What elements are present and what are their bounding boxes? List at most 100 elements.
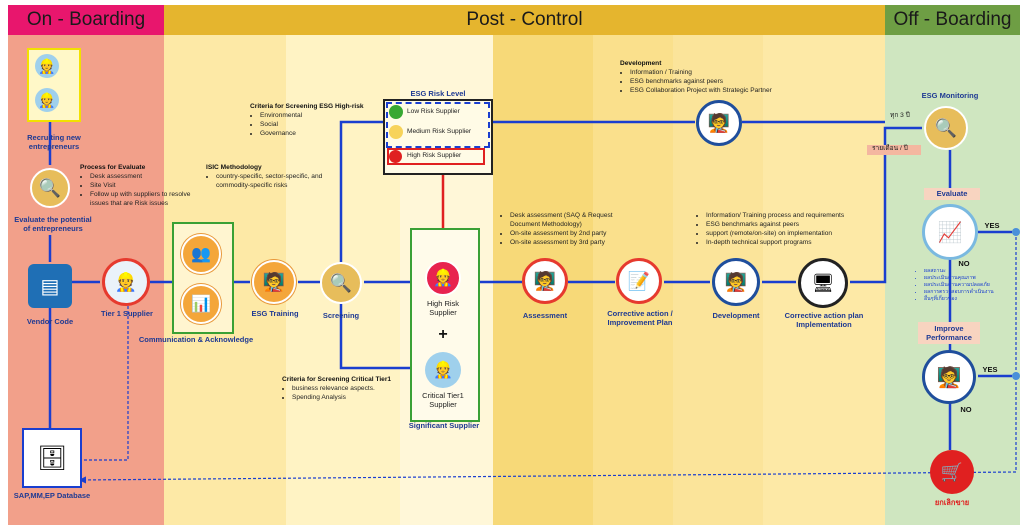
development-label: Development	[712, 311, 760, 320]
dev-top-item: ESG Collaboration Project with Strategic…	[630, 87, 790, 96]
communication-label: Communication & Acknowledge	[138, 335, 254, 344]
no2-label: NO	[960, 405, 972, 414]
improve-performance-label: Improve Performance	[926, 324, 972, 342]
improve-badge	[918, 322, 980, 344]
corrective-action-label: Corrective action / Improvement Plan	[607, 309, 673, 327]
assessment-item: On-site assessment by 3rd party	[510, 239, 640, 248]
development-icon: 🧑‍🏫	[712, 258, 760, 306]
yes-label: YES	[984, 221, 1000, 230]
low-medium-dashed-box	[386, 102, 490, 148]
postcontrol-header: Post - Control	[164, 5, 885, 35]
criteria-critical-item: Spending Analysis	[292, 394, 412, 403]
dev-mid-item: ESG benchmarks against peers	[706, 221, 866, 230]
low-risk-label: Low Risk Supplier	[407, 108, 460, 115]
person-icon: 👷	[35, 88, 59, 112]
corrective-action-icon: 📝	[616, 258, 662, 304]
criteria-critical-note: Criteria for Screening Critical Tier1 bu…	[282, 376, 412, 403]
onboarding-header: On - Boarding	[8, 5, 164, 35]
process-evaluate-item: Desk assessment	[90, 173, 210, 182]
offboarding-band	[885, 5, 1020, 525]
tier1-supplier-label: Tier 1 Supplier	[101, 309, 153, 318]
recruiting-label: Recruiting new entrepreneurs	[27, 133, 81, 151]
esg-monitoring-label: ESG Monitoring	[921, 91, 979, 100]
evaluate-potential-label: Evaluate the potential of entrepreneurs	[14, 215, 92, 233]
every-3-years-label: ทุก 3 ปี	[890, 112, 910, 119]
process-evaluate-note: Process for Evaluate Desk assessment Sit…	[80, 164, 210, 208]
vendor-code-icon: ▤	[28, 264, 72, 308]
esg-monitoring-icon: 🔍	[924, 106, 968, 150]
medium-risk-dot	[389, 125, 403, 139]
dev-mid-note: Information/ Training process and requir…	[696, 212, 866, 248]
criteria-high-item: Environmental	[260, 112, 390, 121]
database-label: SAP,MM,EP Database	[13, 491, 91, 500]
evaluate-note-item: ผลสถานะ	[924, 268, 1004, 275]
evaluate-note-item: ผลประเมินด้านความปลอดภัย	[924, 282, 1004, 289]
group-icon: 👥	[181, 234, 221, 274]
dev-top-note: Development Information / Training ESG b…	[620, 60, 790, 96]
high-risk-label: High Risk Supplier	[407, 152, 462, 159]
dev-top-item: Information / Training	[630, 69, 790, 78]
yes2-label: YES	[982, 365, 998, 374]
vendor-code-label: Vendor Code	[26, 317, 74, 326]
no-label: NO	[958, 259, 970, 268]
critical-tier1-icon: 👷	[425, 352, 461, 388]
magnifier-document-icon: 🔍	[30, 168, 70, 208]
evaluate-badge	[924, 188, 980, 200]
dev-top-item: ESG benchmarks against peers	[630, 78, 790, 87]
database-icon: 🗄	[22, 428, 82, 488]
screening-icon: 🔍	[320, 262, 362, 304]
cancel-cart-icon: 🛒	[930, 450, 974, 494]
improve-icon: 🧑‍🏫	[922, 350, 976, 404]
low-risk-dot	[389, 105, 403, 119]
dev-top-title: Development	[620, 60, 662, 67]
criteria-high-item: Governance	[260, 130, 390, 139]
cap-implementation-icon: 🖥	[798, 258, 848, 308]
dev-mid-item: support (remote/on-site) on implementati…	[706, 230, 866, 239]
isic-title: ISIC Methodology	[206, 164, 262, 171]
person-icon: 👷	[35, 54, 59, 78]
assessment-item: On-site assessment by 2nd party	[510, 230, 640, 239]
evaluate-dashboard-icon: 📈	[922, 204, 978, 260]
evaluate-label: Evaluate	[936, 189, 968, 198]
criteria-critical-title: Criteria for Screening Critical Tier1	[282, 376, 392, 383]
criteria-high-item: Social	[260, 121, 390, 130]
high-risk-dot	[389, 150, 402, 163]
plus-sign: +	[438, 326, 448, 343]
isic-note: ISIC Methodology country-specific, secto…	[206, 164, 346, 191]
cancel-label: ยกเลิกขาย	[934, 498, 970, 507]
assessment-icon: 🧑‍🏫	[522, 258, 568, 304]
evaluate-note-item: อื่นๆที่เกี่ยวข้อง	[924, 296, 1004, 303]
training-icon: 🧑‍🏫	[252, 260, 296, 304]
cap-implementation-label: Corrective action plan Implementation	[784, 311, 864, 329]
per-month-label: รายเดือน / ปี	[872, 145, 908, 152]
high-risk-supplier-icon: 👷	[425, 260, 461, 296]
offboarding-header: Off - Boarding	[885, 5, 1020, 35]
esg-training-label: ESG Training	[251, 309, 299, 318]
process-evaluate-title: Process for Evaluate	[80, 164, 146, 171]
isic-item: country-specific, sector-specific, and c…	[216, 173, 346, 191]
criteria-high-title: Criteria for Screening ESG High-risk	[250, 103, 364, 110]
high-risk-row	[387, 148, 485, 165]
evaluate-note-item: ผลการตรวจสอบการดำเนินงาน	[924, 289, 1004, 296]
dev-mid-item: In-depth technical support programs	[706, 239, 866, 248]
evaluate-note-item: ผลประเมินด้านคุณภาพ	[924, 275, 1004, 282]
assessment-item: Desk assessment (SAQ & Request Document …	[510, 212, 640, 230]
screening-label: Screening	[322, 311, 360, 320]
development-top-icon: 🧑‍🏫	[696, 100, 742, 146]
assessment-label: Assessment	[522, 311, 568, 320]
medium-risk-label: Medium Risk Supplier	[407, 128, 472, 135]
per-month-badge	[867, 145, 921, 155]
critical-tier1-label: Critical Tier1 Supplier	[422, 391, 464, 409]
evaluate-notes: ผลสถานะ ผลประเมินด้านคุณภาพ ผลประเมินด้า…	[914, 268, 1004, 303]
high-risk-supplier-label: High Risk Supplier	[426, 299, 460, 317]
process-evaluate-item: Follow up with suppliers to resolve issu…	[90, 191, 210, 209]
presentation-icon: 📊	[181, 284, 221, 324]
assessment-note: Desk assessment (SAQ & Request Document …	[500, 212, 640, 248]
significant-supplier-label: Significant Supplier	[408, 421, 480, 430]
tier1-supplier-icon: 👷	[102, 258, 150, 306]
criteria-high-note: Criteria for Screening ESG High-risk Env…	[250, 103, 390, 139]
process-evaluate-item: Site Visit	[90, 182, 210, 191]
esg-risk-title: ESG Risk Level	[410, 89, 466, 98]
criteria-critical-item: business relevance aspects.	[292, 385, 412, 394]
